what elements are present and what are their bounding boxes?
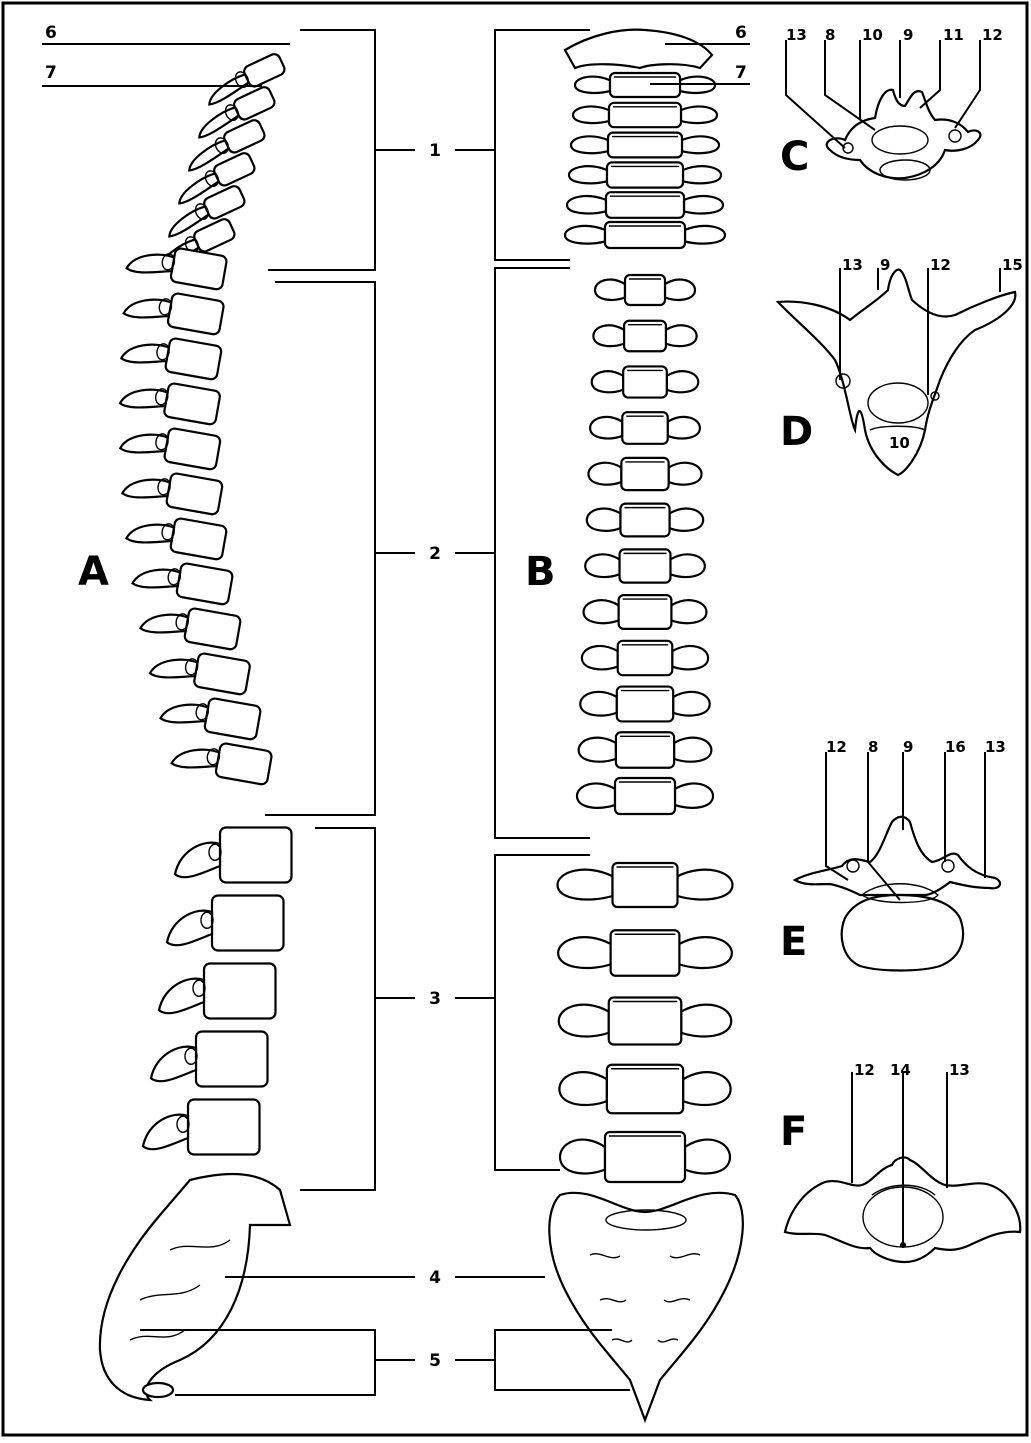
detail-D-thoracic-vertebra: 13 9 12 15 10 — [778, 256, 1023, 475]
bracket-B-cervical — [455, 30, 590, 260]
thoracic-vertebra-anterior — [582, 641, 708, 675]
label-C-10: 10 — [862, 26, 883, 44]
label-E-13: 13 — [985, 738, 1006, 756]
spine-anterior-view — [549, 30, 743, 1420]
label-E-8: 8 — [868, 738, 878, 756]
label-D-12: 12 — [930, 256, 951, 274]
lumbar-vertebra-anterior — [558, 930, 732, 976]
lumbar-vertebra-anterior — [558, 863, 733, 907]
thoracic-vertebra-anterior — [595, 275, 695, 305]
cervical-vertebra-anterior — [573, 103, 717, 127]
label-C-11: 11 — [943, 26, 964, 44]
cervical-vertebrae-anterior — [565, 73, 725, 248]
label-C-12: 12 — [982, 26, 1003, 44]
view-label-B: B — [525, 549, 556, 595]
lumbar-vertebra-anterior — [559, 1065, 730, 1114]
center-dot-F — [900, 1242, 906, 1248]
thoracic-vertebra-lateral — [120, 330, 222, 380]
bracket-B-thoracic — [455, 268, 590, 838]
thoracic-vertebra-lateral — [126, 510, 228, 560]
lumbar-vertebra-lateral — [175, 828, 292, 883]
label-A-6: 6 — [45, 23, 57, 43]
label-E-9: 9 — [903, 738, 913, 756]
thoracic-vertebra-lateral — [121, 465, 223, 515]
label-C-9: 9 — [903, 26, 913, 44]
bracket-A-lumbar — [300, 828, 415, 1190]
sacrum-coccyx-lateral — [100, 1174, 290, 1400]
thoracic-vertebra-lateral — [149, 645, 251, 695]
label-F-14: 14 — [890, 1061, 911, 1079]
region-label-2: 2 — [429, 544, 441, 564]
view-label-E: E — [780, 919, 807, 965]
bracket-A-cervical — [268, 30, 415, 270]
thoracic-vertebra-anterior — [585, 549, 705, 582]
sacrum-anterior — [549, 1193, 743, 1420]
lumbar-vertebrae-lateral — [143, 828, 292, 1155]
thoracic-vertebra-lateral — [123, 285, 225, 335]
cervical-vertebra-outline — [827, 90, 981, 179]
thoracic-vertebra-anterior — [584, 595, 707, 629]
cervical-vertebra-anterior — [567, 192, 723, 218]
detail-C-cervical-vertebra: 13 8 10 9 11 12 — [786, 26, 1003, 180]
coccyx-tip — [143, 1383, 173, 1397]
region-label-1: 1 — [429, 141, 441, 161]
thoracic-vertebra-anterior — [579, 732, 712, 767]
lumbar-vertebra-lateral — [159, 964, 276, 1019]
view-label-A: A — [78, 549, 109, 595]
bracket-A-thoracic — [265, 282, 415, 815]
thoracic-vertebrae-anterior — [577, 275, 713, 814]
thoracic-vertebra-lateral — [171, 735, 273, 785]
thoracic-vertebra-anterior — [592, 366, 699, 397]
region-label-5: 5 — [429, 1351, 441, 1371]
label-E-12: 12 — [826, 738, 847, 756]
lumbar-vertebral-body — [842, 895, 963, 971]
thoracic-vertebra-lateral — [132, 555, 234, 605]
cervical-vertebra-anterior — [569, 162, 721, 187]
detail-E-lumbar-vertebra: 12 8 9 16 13 — [795, 738, 1006, 971]
thoracic-vertebra-lateral — [140, 600, 242, 650]
label-C-13: 13 — [786, 26, 807, 44]
spine-lateral-view — [100, 52, 292, 1400]
thoracic-vertebra-lateral — [119, 375, 221, 425]
label-E-16: 16 — [945, 738, 966, 756]
thoracic-vertebra-anterior — [593, 321, 696, 352]
view-label-D: D — [780, 409, 813, 455]
thoracic-vertebrae-lateral — [119, 240, 272, 785]
label-F-12: 12 — [854, 1061, 875, 1079]
lumbar-vertebra-lateral — [167, 896, 284, 951]
thoracic-vertebra-anterior — [588, 458, 701, 490]
thoracic-vertebra-anterior — [587, 504, 703, 537]
region-label-3: 3 — [429, 989, 441, 1009]
label-D-9: 9 — [880, 256, 890, 274]
lumbar-vertebra-anterior — [559, 998, 732, 1045]
thoracic-vertebra-lateral — [119, 420, 221, 470]
region-label-4: 4 — [429, 1268, 441, 1288]
lumbar-vertebra-lateral — [143, 1100, 260, 1155]
label-F-13: 13 — [949, 1061, 970, 1079]
detail-F-sacrum: 12 14 13 — [785, 1061, 1020, 1262]
label-B-6: 6 — [735, 23, 747, 43]
lumbar-vertebra-anterior — [560, 1132, 730, 1182]
label-D-15: 15 — [1002, 256, 1023, 274]
label-A-7: 7 — [45, 63, 57, 83]
lumbar-vertebrae-anterior — [558, 863, 733, 1182]
label-C-8: 8 — [825, 26, 835, 44]
label-D-10: 10 — [889, 434, 910, 452]
label-D-13: 13 — [842, 256, 863, 274]
thoracic-vertebra-anterior — [590, 412, 700, 444]
lumbar-vertebra-lateral — [151, 1032, 268, 1087]
atlas-anterior — [565, 30, 712, 68]
view-label-F: F — [780, 1109, 807, 1155]
view-label-C: C — [780, 134, 809, 180]
cervical-vertebra-anterior — [565, 222, 725, 248]
thoracic-vertebra-lateral — [160, 690, 262, 740]
label-B-7: 7 — [735, 63, 747, 83]
thoracic-vertebra-anterior — [577, 778, 713, 814]
thoracic-vertebra-anterior — [580, 687, 709, 722]
cervical-vertebra-anterior — [571, 133, 719, 158]
